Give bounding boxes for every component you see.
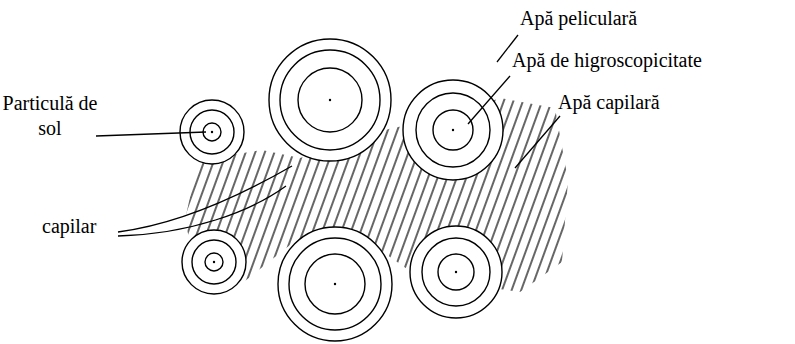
callout-label: capilar (42, 214, 96, 239)
leader-line (118, 186, 286, 236)
soil-particle (269, 39, 391, 161)
soil-particle (410, 226, 502, 318)
soil-particle (278, 227, 392, 341)
leader-line (515, 116, 560, 168)
callout-label: Apă de higroscopicitate (512, 48, 702, 73)
soil-particle (403, 80, 503, 180)
soil-particle (182, 230, 246, 294)
callout-label: Apă peliculară (520, 6, 637, 31)
leader-line (468, 76, 510, 124)
callout-label: Apă capilară (558, 90, 660, 115)
callout-label: Particulă de sol (0, 91, 100, 141)
leader-line (96, 132, 206, 136)
